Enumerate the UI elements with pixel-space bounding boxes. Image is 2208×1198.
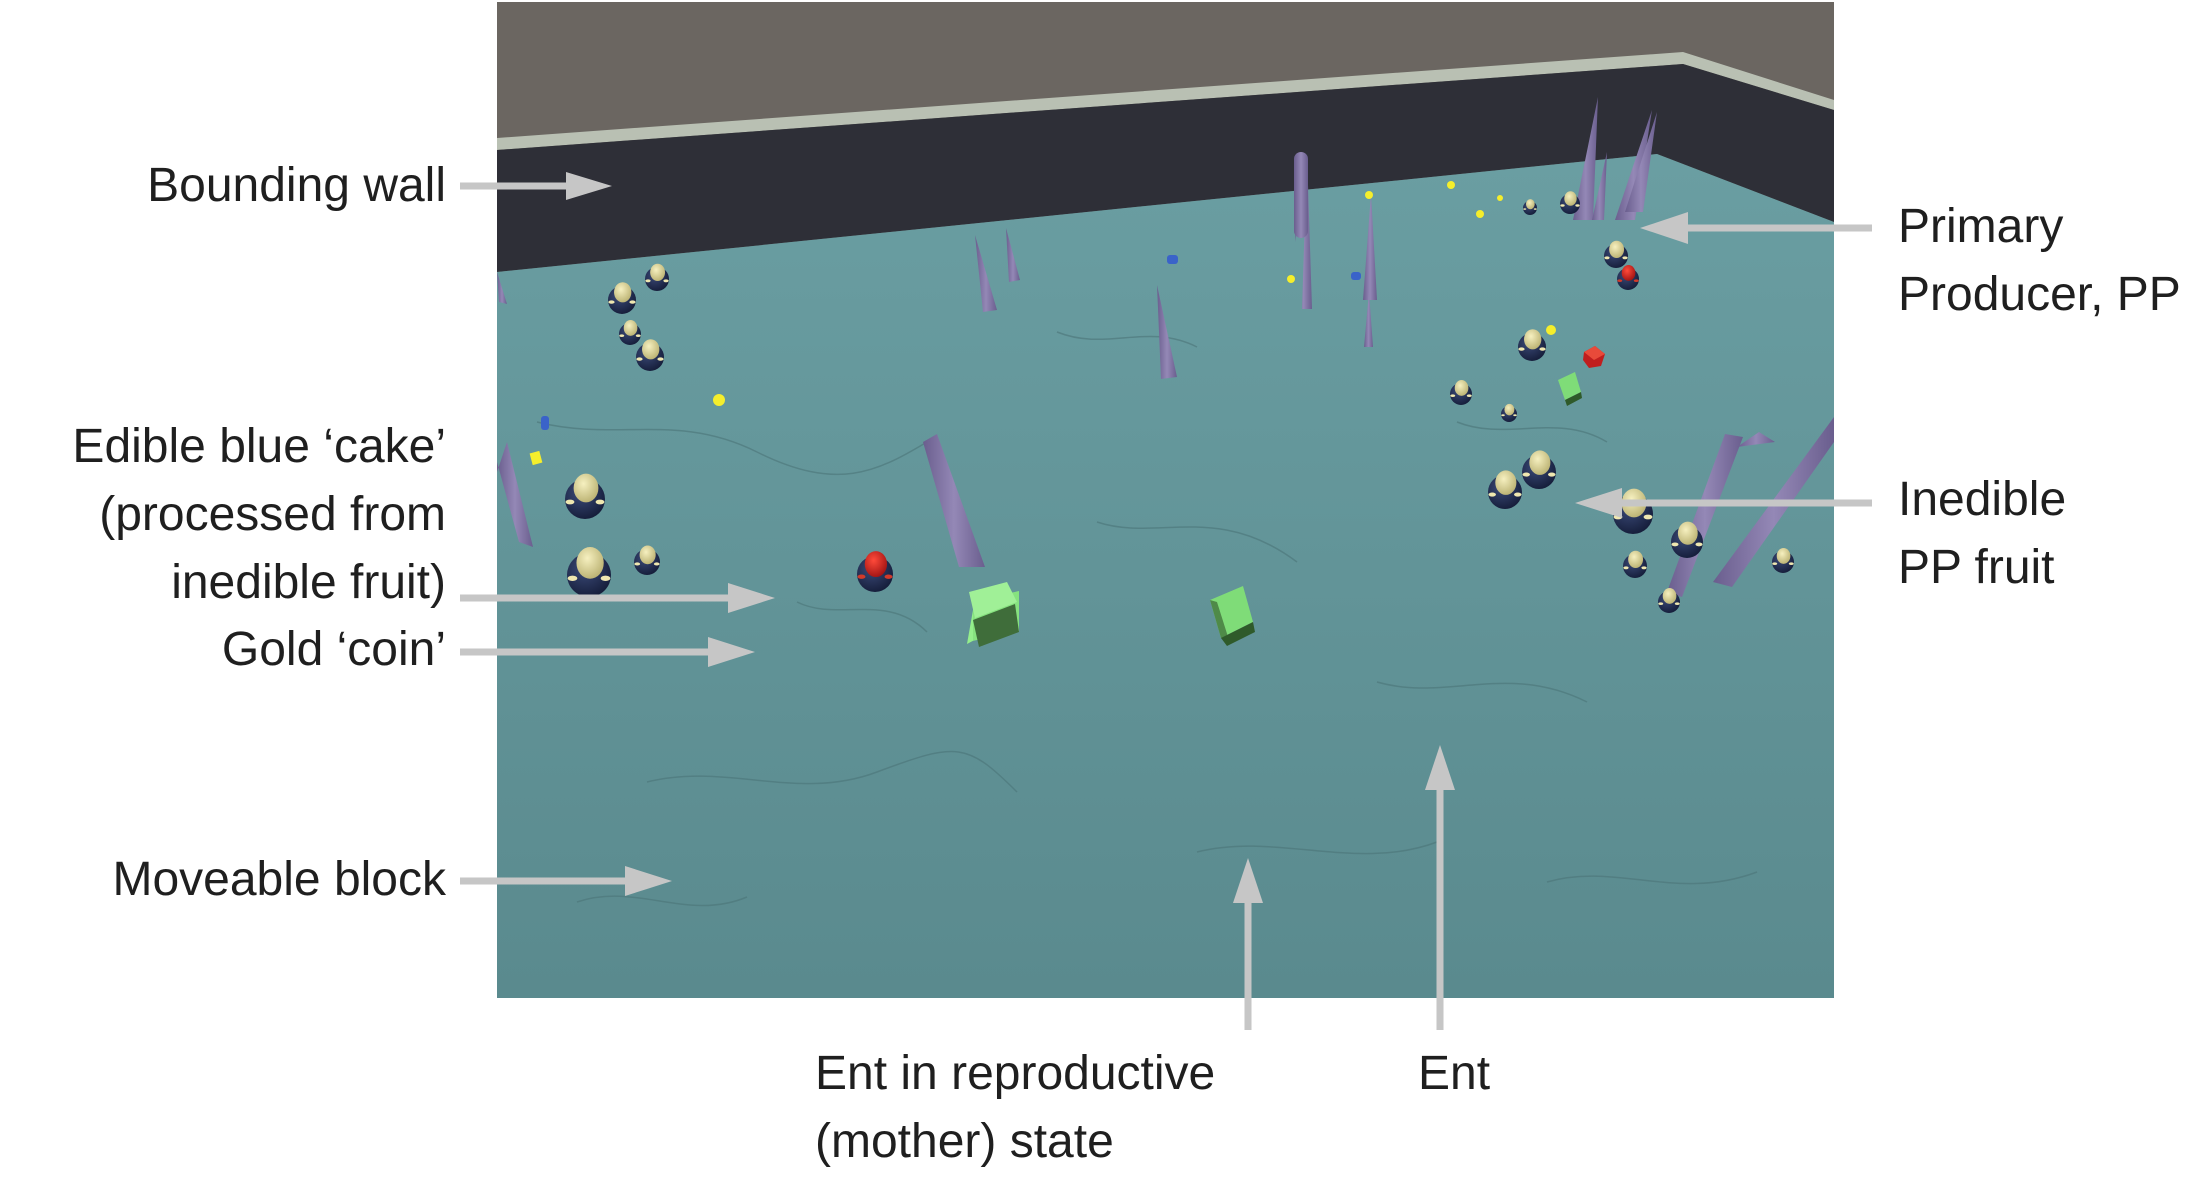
ents — [565, 191, 1794, 613]
ent-mother — [857, 551, 893, 592]
ent — [634, 545, 660, 575]
label-ent-mother: Ent in reproductive (mother) state — [815, 1040, 1215, 1176]
label-edible-cake: Edible blue ‘cake’ (processed from inedi… — [72, 413, 446, 617]
pp-stalk — [1625, 112, 1657, 212]
ent — [645, 263, 669, 291]
pp-stalk — [1157, 285, 1177, 379]
blue-cake — [1167, 255, 1178, 264]
ent — [1501, 403, 1517, 422]
label-line: inedible fruit) — [171, 556, 446, 609]
pp-stalk — [975, 235, 997, 312]
label-line: PP fruit — [1898, 541, 2055, 594]
label-line: Inedible — [1898, 473, 2067, 526]
ent — [1522, 450, 1556, 489]
moveable-block — [1558, 372, 1582, 406]
ent — [1523, 199, 1537, 215]
gold-coin — [1447, 181, 1455, 189]
gold-coin — [1287, 275, 1295, 283]
pp-stalk — [1294, 152, 1308, 238]
gold-coin — [1497, 195, 1503, 201]
ent — [636, 339, 664, 371]
ent — [1658, 588, 1680, 613]
ent — [1671, 521, 1703, 558]
ent — [1488, 470, 1522, 509]
blue-cakes — [541, 255, 1361, 430]
label-bounding-wall: Bounding wall — [147, 152, 446, 220]
label-gold-coin: Gold ‘coin’ — [222, 616, 446, 684]
label-moveable-block: Moveable block — [112, 846, 446, 914]
ent — [1518, 329, 1546, 361]
moveable-block — [967, 582, 1019, 647]
blue-cake — [1351, 272, 1361, 280]
pp-stalk — [1615, 110, 1652, 220]
label-line: Moveable block — [112, 853, 446, 906]
arrow-ent-mother — [1233, 858, 1263, 1030]
ent — [1604, 240, 1628, 268]
ent — [1623, 550, 1647, 578]
pp-stalk — [1364, 292, 1373, 347]
arrow-edible-cake — [460, 583, 775, 613]
blue-cake — [541, 416, 549, 430]
ent — [1450, 380, 1472, 405]
ent — [1772, 548, 1794, 573]
arrow-primary-producer — [1640, 212, 1872, 244]
arrow-ent — [1425, 745, 1455, 1030]
ent-mother — [1617, 265, 1639, 290]
ent — [567, 547, 611, 597]
gold-coin — [529, 450, 543, 466]
label-line: Ent — [1418, 1047, 1491, 1100]
label-inedible-fruit: Inedible PP fruit — [1898, 466, 2066, 602]
pp-stalk — [1573, 97, 1598, 220]
arrow-gold-coin — [460, 637, 755, 667]
pp-stalk — [1006, 228, 1020, 282]
label-line: (processed from — [99, 488, 446, 541]
wall-rim — [497, 52, 1834, 150]
pp-stalk — [497, 442, 533, 547]
pp-fruit — [1583, 346, 1605, 368]
floor-texture — [536, 331, 1758, 907]
arrow-bounding-wall — [460, 172, 612, 200]
gold-coin — [713, 394, 725, 406]
pp-stalk — [923, 434, 985, 567]
bounding-wall — [497, 64, 1834, 272]
label-ent: Ent — [1418, 1040, 1490, 1108]
label-line: Edible blue ‘cake’ — [72, 420, 446, 473]
ent — [565, 473, 605, 519]
pp-stalk — [1592, 152, 1607, 220]
label-line: Producer, PP — [1898, 268, 2181, 321]
moveable-blocks — [967, 372, 1582, 647]
gold-coin — [1365, 191, 1373, 199]
pp-stalk — [497, 272, 507, 304]
arrow-moveable-block — [460, 866, 672, 896]
pp-stalk — [1737, 432, 1775, 447]
label-line: Ent in reproductive — [815, 1047, 1216, 1100]
moveable-block — [1210, 586, 1255, 646]
gold-coins — [529, 181, 1556, 466]
arrow-inedible-fruit — [1575, 488, 1872, 518]
gold-coin — [1476, 210, 1484, 218]
label-line: Bounding wall — [147, 159, 446, 212]
ent — [608, 282, 636, 314]
ent — [1560, 191, 1580, 214]
gold-coin — [1546, 325, 1556, 335]
ent — [619, 320, 641, 345]
label-line: Primary — [1898, 200, 2064, 253]
arena-floor — [497, 154, 1834, 998]
label-primary-producer: Primary Producer, PP — [1898, 193, 2181, 329]
pp-stalk — [1363, 194, 1377, 300]
label-line: Gold ‘coin’ — [221, 623, 446, 676]
label-line: (mother) state — [815, 1115, 1114, 1168]
